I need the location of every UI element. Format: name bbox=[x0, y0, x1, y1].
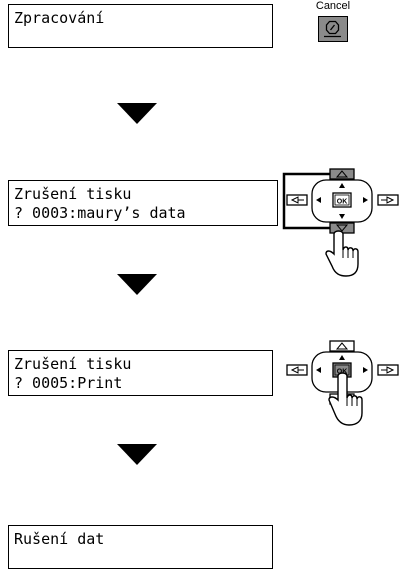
lcd-display-step-2: Zrušení tisku ? 0003:maury’s data bbox=[8, 180, 278, 226]
keypad-svg: OK bbox=[282, 168, 399, 277]
highlight-bracket bbox=[282, 172, 330, 230]
lcd-display-step-3: Zrušení tisku ? 0005:Print bbox=[8, 350, 273, 396]
left-key bbox=[286, 364, 308, 376]
ok-key-label: OK bbox=[337, 199, 348, 206]
pointing-hand-icon bbox=[325, 230, 359, 277]
step-arrow-down bbox=[117, 103, 157, 124]
right-key bbox=[377, 364, 399, 376]
up-key-arrow bbox=[335, 342, 349, 350]
lcd-line: Zpracování bbox=[14, 9, 105, 27]
lcd-line: ? 0003:maury’s data bbox=[14, 204, 186, 222]
ok-key-label: OK bbox=[337, 369, 348, 376]
lcd-line: Zrušení tisku bbox=[14, 355, 132, 373]
lcd-display-step-1: Zpracování bbox=[8, 4, 273, 48]
cancel-key bbox=[318, 16, 348, 42]
lcd-line: Zrušení tisku bbox=[14, 185, 132, 203]
pointing-hand-icon bbox=[328, 372, 363, 426]
lcd-line: Rušení dat bbox=[14, 530, 105, 548]
down-key-arrow bbox=[335, 224, 349, 232]
right-key bbox=[377, 194, 399, 206]
ring-up-arrow bbox=[339, 183, 345, 188]
step-arrow-down bbox=[117, 274, 157, 295]
keypad-illustration-ok: OK bbox=[282, 336, 404, 451]
keypad-svg: OK bbox=[286, 340, 399, 426]
ok-key bbox=[332, 192, 352, 208]
lcd-line: ? 0005:Print bbox=[14, 374, 123, 392]
cancel-key-illustration: Cancel bbox=[313, 0, 353, 46]
step-arrow-down bbox=[117, 444, 157, 465]
lcd-display-step-4: Rušení dat bbox=[8, 525, 273, 569]
stop-icon bbox=[324, 20, 341, 38]
keypad-illustration-down: OK bbox=[282, 168, 404, 293]
cancel-key-label: Cancel bbox=[315, 0, 351, 12]
up-key bbox=[329, 340, 355, 352]
up-key-arrow bbox=[335, 170, 349, 178]
up-key bbox=[329, 168, 355, 180]
left-key bbox=[286, 194, 308, 206]
